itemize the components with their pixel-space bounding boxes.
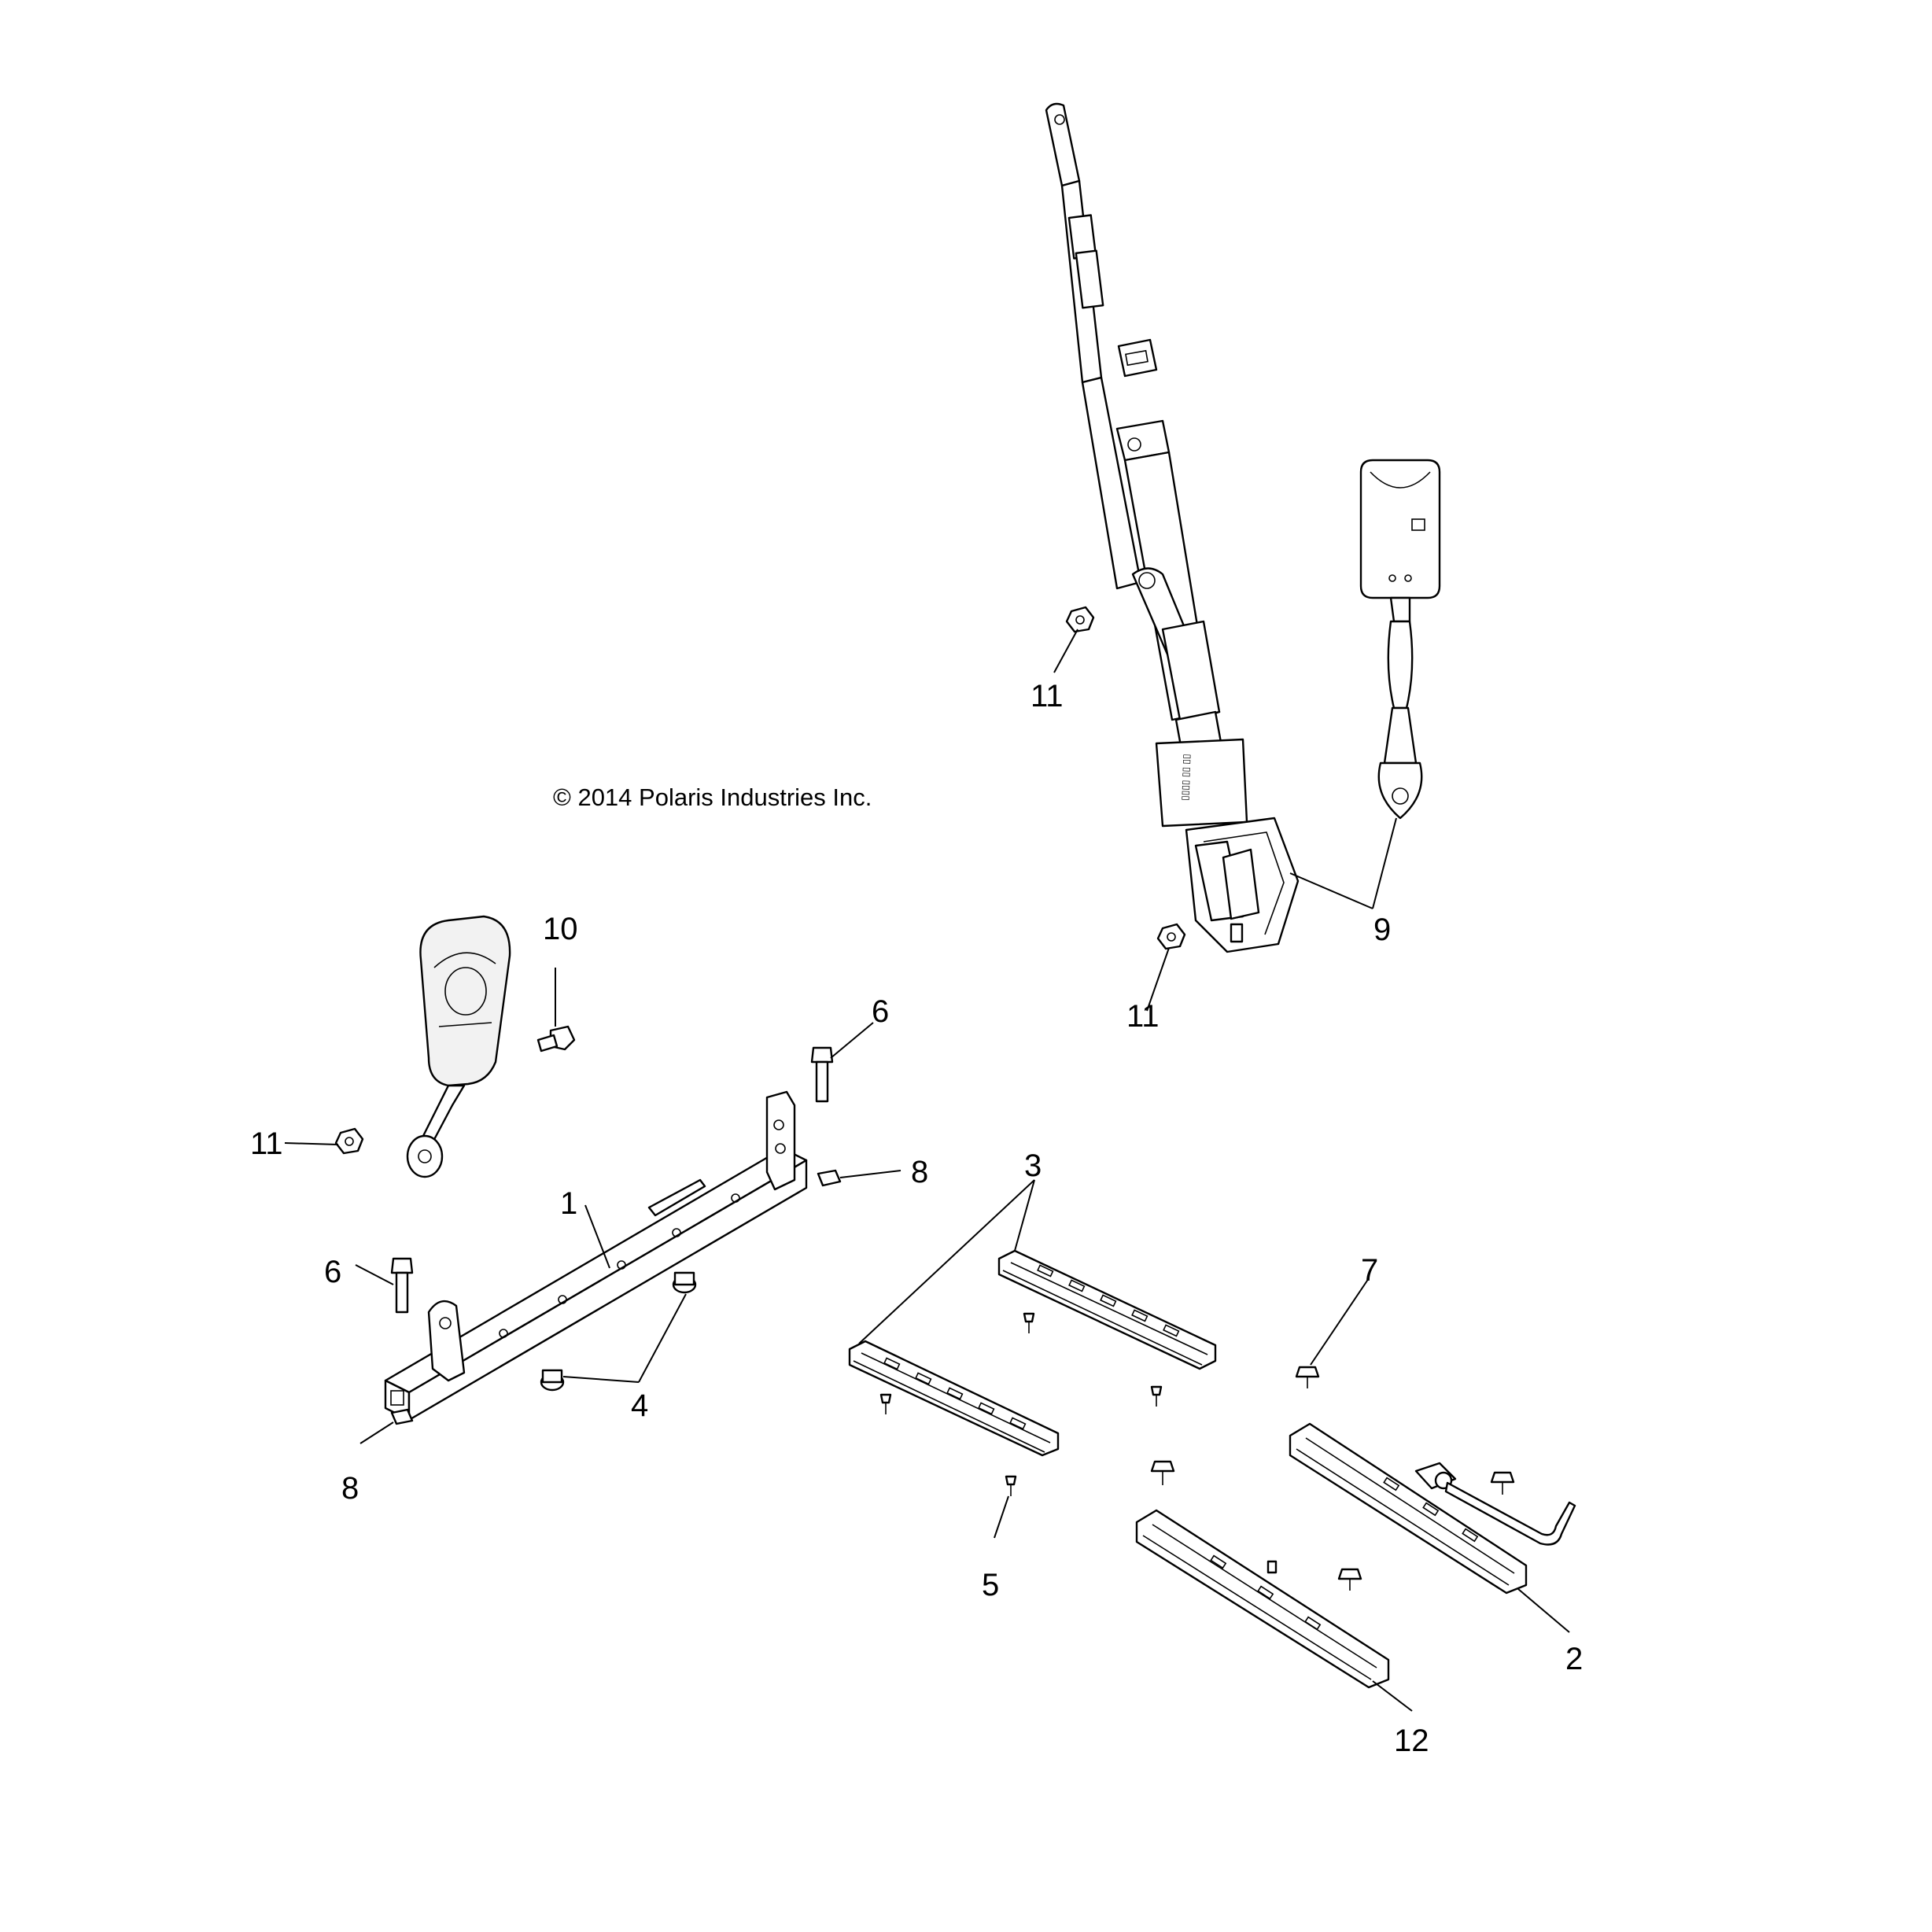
rail-screw bbox=[1150, 1385, 1163, 1407]
flange-nut bbox=[1156, 923, 1186, 950]
copyright-notice: © 2014 Polaris Industries Inc. bbox=[553, 783, 872, 811]
callout-7: 7 bbox=[1361, 1253, 1378, 1288]
callout-1: 1 bbox=[560, 1186, 577, 1221]
rail-screw bbox=[1023, 1312, 1035, 1333]
svg-text:▯▯▯▯ ▯▯ ▯▯: ▯▯▯▯ ▯▯ ▯▯ bbox=[1179, 754, 1192, 801]
cage-nut bbox=[672, 1271, 697, 1294]
flange-bolt-track bbox=[1337, 1568, 1362, 1591]
callout-2: 2 bbox=[1565, 1642, 1583, 1676]
flange-bolt-track bbox=[1150, 1460, 1175, 1485]
callout-11-middle: 11 bbox=[1126, 999, 1160, 1034]
callout-12: 12 bbox=[1394, 1724, 1429, 1758]
rail-screw bbox=[1005, 1475, 1017, 1496]
seat-belt-retractor: ▯▯▯▯ ▯▯ ▯▯ bbox=[1045, 102, 1300, 953]
cage-nut bbox=[540, 1369, 565, 1392]
seat-belt-buckle-right bbox=[1359, 459, 1441, 820]
callout-8-lower: 8 bbox=[341, 1471, 359, 1506]
hex-bolt bbox=[810, 1046, 834, 1103]
leader-lines bbox=[284, 629, 1570, 1712]
seat-frame-tube bbox=[384, 1090, 808, 1421]
seat-track-plain bbox=[1135, 1509, 1390, 1689]
flange-bolt bbox=[536, 1025, 576, 1053]
flange-nut bbox=[334, 1127, 364, 1155]
callout-8-upper: 8 bbox=[911, 1155, 928, 1189]
seat-slider-rail-upper bbox=[997, 1249, 1217, 1370]
seat-belt-buckle-left bbox=[406, 915, 511, 1178]
callout-6-lower: 6 bbox=[324, 1255, 341, 1289]
hex-bolt bbox=[390, 1257, 414, 1314]
callout-11-left: 11 bbox=[250, 1126, 283, 1161]
callout-11-upper: 11 bbox=[1031, 679, 1064, 713]
callout-10: 10 bbox=[543, 912, 578, 946]
flange-nut bbox=[1065, 606, 1095, 633]
callout-5: 5 bbox=[982, 1568, 999, 1602]
callout-9: 9 bbox=[1373, 913, 1391, 947]
flange-bolt-track bbox=[1295, 1366, 1320, 1388]
flange-bolt-track bbox=[1490, 1471, 1515, 1495]
callout-3: 3 bbox=[1024, 1149, 1042, 1183]
clip-nut bbox=[817, 1169, 842, 1187]
seat-slider-rail-lower bbox=[848, 1340, 1060, 1457]
callout-4: 4 bbox=[631, 1388, 648, 1423]
callout-6-upper: 6 bbox=[872, 994, 889, 1029]
clip-nut bbox=[390, 1408, 414, 1425]
rail-screw bbox=[879, 1393, 892, 1414]
seat-track-with-lever bbox=[1289, 1422, 1576, 1595]
